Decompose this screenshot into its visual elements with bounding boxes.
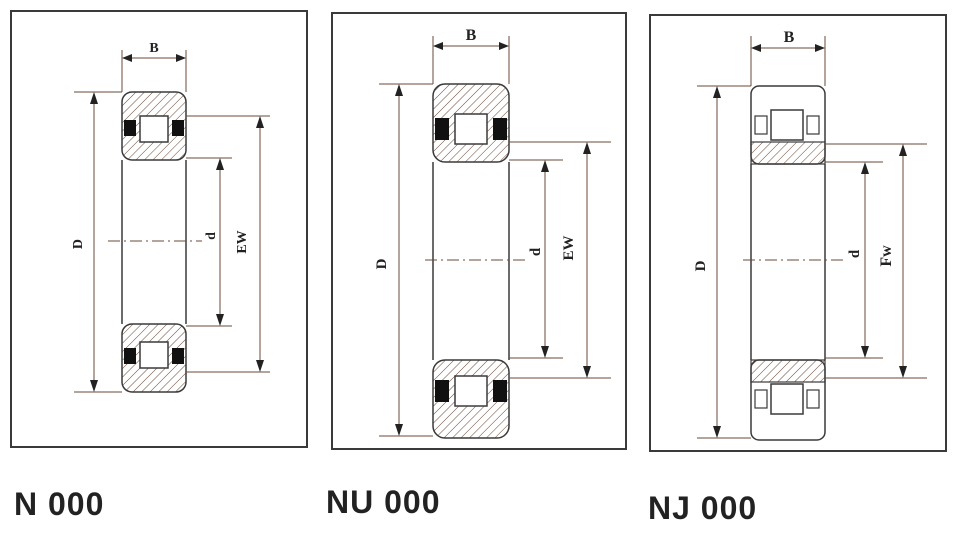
cage-right-top [493,118,507,140]
label-d-outer: D [693,260,709,271]
bearing-drawing-n: B D d EW [71,41,270,393]
roller-bottom [770,383,804,415]
cage-left-top [435,118,449,140]
cage-right-top [806,115,820,135]
label-b: B [149,41,158,56]
bearing-drawing-nj: B D d Fw [693,29,927,441]
diagram-panel-n: B D d EW [10,10,308,448]
cage-left-top [124,120,136,136]
inner-ring-section-top [750,141,826,165]
label-ew: EW [235,230,250,253]
label-d-outer: D [71,239,86,249]
cage-right-bottom [493,380,507,402]
label-d-outer: D [374,258,390,269]
cage-right-top [172,120,184,136]
caption-nj: NJ 000 [648,490,758,526]
label-b: B [784,29,795,46]
label-ew: EW [561,235,577,260]
diagram-panel-nj: B D d Fw [649,14,947,452]
caption-nu: NU 000 [326,484,441,520]
label-fw: Fw [878,245,895,267]
cage-left-bottom [124,348,136,364]
roller-top [454,113,488,145]
cage-left-top [754,115,768,135]
diagram-panel-nu: B D d EW [331,12,627,450]
caption-n: N 000 [14,486,105,522]
label-d-bore: d [847,249,863,258]
cage-right-bottom [806,389,820,409]
roller-top [770,109,804,141]
cage-right-bottom [172,348,184,364]
roller-bottom [139,341,169,369]
roller-top [139,115,169,143]
cage-left-bottom [754,389,768,409]
cage-left-bottom [435,380,449,402]
label-b: B [466,27,477,44]
label-d-bore: d [204,232,219,240]
inner-ring-section-bottom [750,359,826,383]
roller-bottom [454,375,488,407]
label-d-bore: d [528,247,544,256]
bearing-drawing-nu: B D d EW [374,27,611,439]
